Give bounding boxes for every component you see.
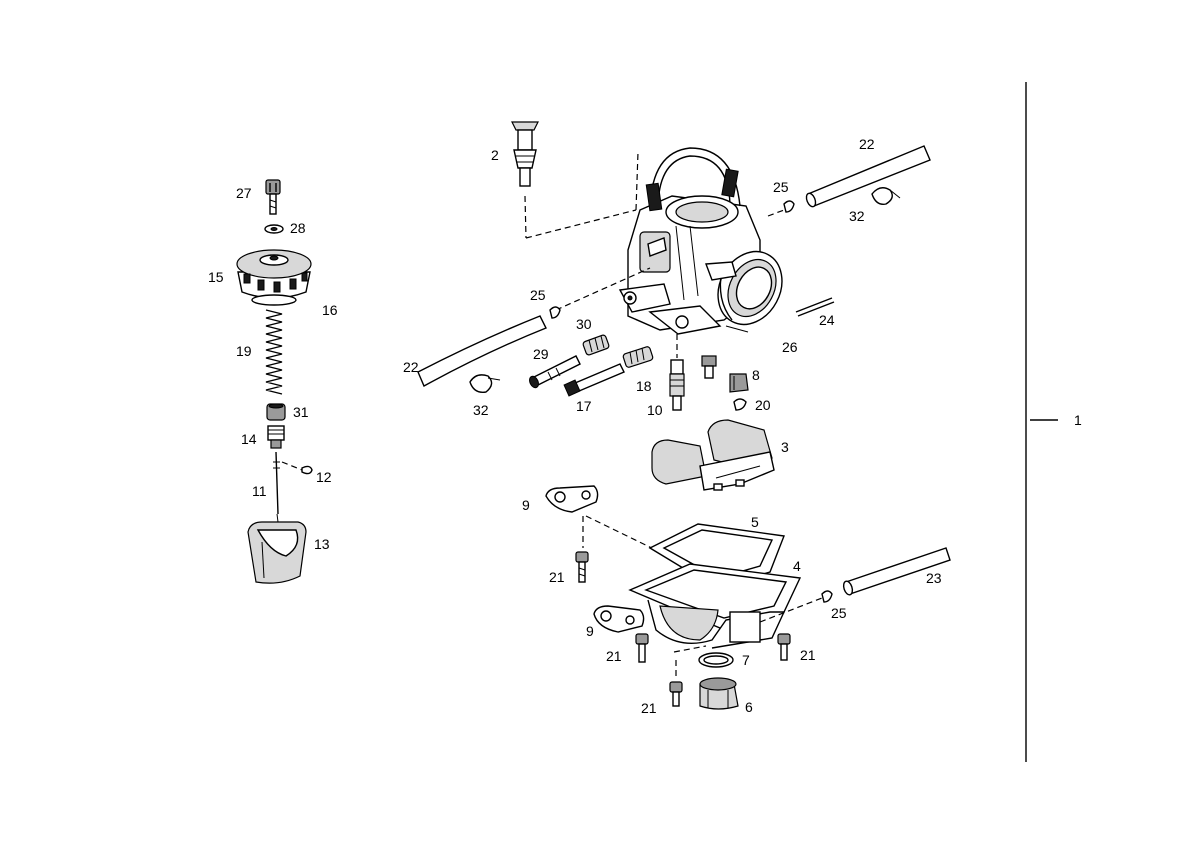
callout-10: 10 <box>647 402 663 418</box>
part-17-idle-screw <box>563 363 625 397</box>
callout-22a: 22 <box>859 136 875 152</box>
callout-23: 23 <box>926 570 942 586</box>
callout-12: 12 <box>316 469 332 485</box>
part-23-hose <box>842 547 951 596</box>
part-32-clip-top <box>871 187 901 205</box>
callout-1: 1 <box>1074 412 1082 428</box>
callout-labels: 1 2 3 4 5 6 7 8 9 9 10 11 12 13 14 15 16… <box>208 136 1082 716</box>
callout-13: 13 <box>314 536 330 552</box>
part-22-hose-top-right <box>805 145 931 208</box>
callout-25b: 25 <box>530 287 546 303</box>
callout-19: 19 <box>236 343 252 359</box>
callout-21d: 21 <box>641 700 657 716</box>
callout-31: 31 <box>293 404 309 420</box>
callout-8: 8 <box>752 367 760 383</box>
callout-3: 3 <box>781 439 789 455</box>
part-11-jet-needle <box>273 451 280 523</box>
part-20-washer <box>733 398 747 411</box>
part-25-clamp-low <box>821 590 833 603</box>
part-21-screw-d <box>669 660 683 707</box>
part-21-screw-a <box>575 551 589 583</box>
carburetor-body <box>555 147 785 335</box>
part-25-clamp-mid <box>549 306 561 319</box>
callout-20: 20 <box>755 397 771 413</box>
callout-5: 5 <box>751 514 759 530</box>
callout-22b: 22 <box>403 359 419 375</box>
callout-14: 14 <box>241 431 257 447</box>
part-7-o-ring <box>698 652 734 668</box>
part-2-choke-plunger <box>511 121 639 239</box>
part-21-screw-b <box>635 633 649 663</box>
part-32-clip-left <box>469 374 501 393</box>
callout-21b: 21 <box>606 648 622 664</box>
callout-2: 2 <box>491 147 499 163</box>
part-29-pilot-screw <box>529 355 581 389</box>
callout-21a: 21 <box>549 569 565 585</box>
part-24-pin <box>795 297 835 317</box>
callout-21c: 21 <box>800 647 816 663</box>
callout-9b: 9 <box>586 623 594 639</box>
callout-7: 7 <box>742 652 750 668</box>
part-22-hose-left <box>417 315 547 387</box>
part-12-clip <box>281 461 313 475</box>
callout-32a: 32 <box>849 208 865 224</box>
callout-26: 26 <box>782 339 798 355</box>
callout-9a: 9 <box>522 497 530 513</box>
callout-16: 16 <box>322 302 338 318</box>
callout-6: 6 <box>745 699 753 715</box>
part-9-bracket-lower <box>593 605 645 633</box>
part-21-screw-c <box>777 633 791 661</box>
part-4-float-bowl <box>628 563 823 653</box>
callout-25a: 25 <box>773 179 789 195</box>
part-16-cap-seal <box>251 294 297 306</box>
callout-11: 11 <box>252 483 267 499</box>
callout-30: 30 <box>576 316 592 332</box>
assembly-bracket <box>1025 82 1058 762</box>
part-30-spring <box>582 334 610 356</box>
part-28-washer <box>264 224 284 234</box>
part-19-spring <box>265 309 283 395</box>
part-8-main-jet <box>729 373 749 393</box>
callout-32b: 32 <box>473 402 489 418</box>
callout-17: 17 <box>576 398 592 414</box>
callout-24: 24 <box>819 312 835 328</box>
callout-27: 27 <box>236 185 252 201</box>
callout-4: 4 <box>793 558 801 574</box>
part-9-bracket-upper <box>545 485 661 553</box>
part-18-spring <box>622 346 654 368</box>
part-13-throttle-slide <box>247 521 307 584</box>
part-25-clamp-top <box>783 200 795 213</box>
part-27-screw <box>265 179 281 215</box>
part-10-needle-jet <box>669 334 685 411</box>
callout-15: 15 <box>208 269 224 285</box>
callout-18: 18 <box>636 378 652 394</box>
part-26-jet <box>701 355 717 379</box>
part-6-drain-plug <box>699 677 739 710</box>
callout-29: 29 <box>533 346 549 362</box>
part-14-needle-holder <box>267 425 285 449</box>
callout-25c: 25 <box>831 605 847 621</box>
part-31-retainer <box>266 403 286 421</box>
part-15-top-cap <box>236 249 312 299</box>
callout-28: 28 <box>290 220 306 236</box>
part-3-float <box>651 419 775 491</box>
